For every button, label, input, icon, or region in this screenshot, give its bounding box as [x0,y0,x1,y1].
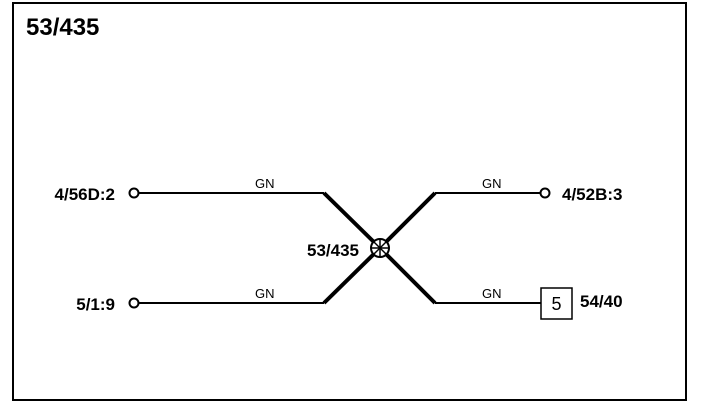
wire-left-top: GN [128,176,382,250]
splice-label: 53/435 [307,241,359,260]
wire-color-right-bottom: GN [482,286,502,301]
terminal-left-bottom [128,297,140,309]
terminal-right-top [539,187,551,199]
connector-left-bottom: 5/1:9 [76,295,115,314]
wire-right-top: GN [378,176,551,250]
splice-icon [370,238,390,258]
connector-box [540,287,573,320]
connector-right-top: 4/52B:3 [562,185,622,204]
terminal-left-top [128,187,140,199]
diagram-frame [12,2,687,401]
connector-right-bottom: 54/40 [580,292,623,311]
diagram-title: 53/435 [26,14,99,41]
connector-left-top: 4/56D:2 [55,185,115,204]
wire-color-left-top: GN [255,176,275,191]
wire-right-bottom: 5 GN [378,246,573,320]
connector-box-number: 5 [551,294,561,314]
wire-color-left-bottom: GN [255,286,275,301]
wire-color-right-top: GN [482,176,502,191]
wire-left-bottom: GN [128,246,382,309]
